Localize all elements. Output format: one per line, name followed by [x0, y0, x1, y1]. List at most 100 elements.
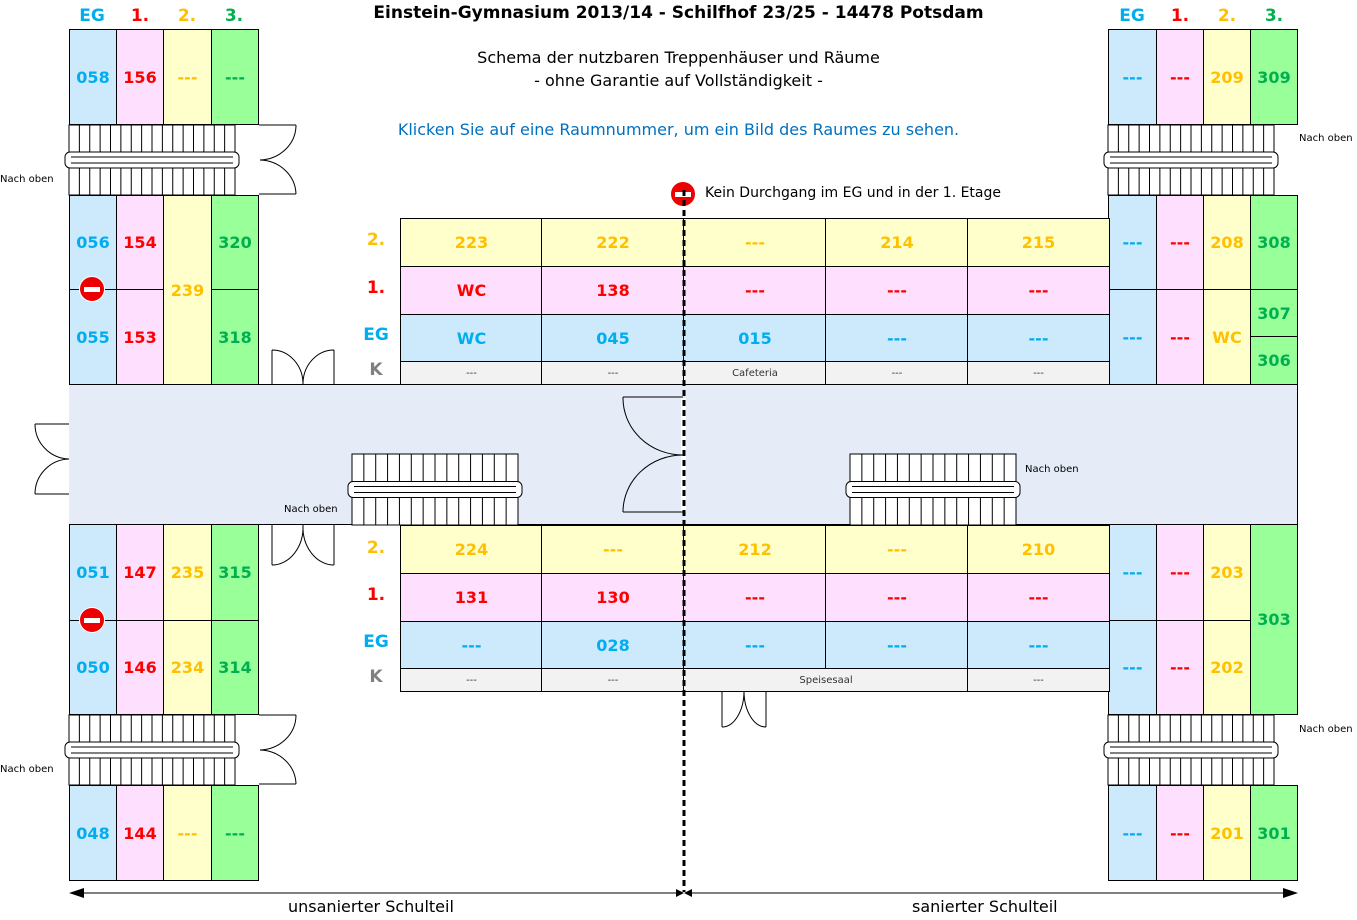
room-cell[interactable]: 048 — [69, 785, 117, 881]
basement-cell[interactable]: --- — [400, 361, 543, 385]
room-cell[interactable]: --- — [1156, 195, 1204, 290]
room-cell[interactable]: 235 — [163, 524, 212, 621]
arrow-head-center-right — [684, 889, 692, 897]
room-cell[interactable]: --- — [825, 573, 969, 622]
room-cell[interactable]: 307 — [1250, 289, 1298, 337]
room-cell[interactable]: 153 — [116, 289, 164, 385]
no-entry-icon — [670, 181, 696, 207]
room-cell[interactable]: --- — [825, 621, 969, 669]
room-cell[interactable]: --- — [825, 525, 969, 574]
row-label-eg: EG — [363, 632, 389, 652]
room-cell[interactable]: --- — [683, 266, 827, 315]
row-label-1: 1. — [366, 585, 386, 605]
floor-label-2: 2. — [1217, 6, 1237, 26]
room-cell[interactable]: WC — [400, 314, 543, 362]
room-cell[interactable]: --- — [683, 573, 827, 622]
room-cell[interactable]: --- — [1156, 785, 1204, 881]
room-cell[interactable]: 154 — [116, 195, 164, 290]
room-cell[interactable]: 015 — [683, 314, 827, 362]
room-cell[interactable]: 156 — [116, 29, 164, 125]
room-cell[interactable]: --- — [163, 785, 212, 881]
room-cell[interactable]: --- — [825, 314, 969, 362]
room-cell[interactable]: 210 — [967, 525, 1110, 574]
stair-label: Nach oben — [0, 764, 54, 775]
room-cell[interactable]: --- — [1108, 29, 1157, 125]
room-cell[interactable]: --- — [1108, 289, 1157, 385]
stair-handrail — [64, 741, 240, 759]
room-cell[interactable]: 318 — [211, 289, 259, 385]
room-cell[interactable]: --- — [1108, 524, 1157, 621]
room-cell[interactable]: --- — [541, 525, 685, 574]
basement-cell[interactable]: Cafeteria — [683, 361, 827, 385]
room-cell[interactable]: 201 — [1203, 785, 1251, 881]
room-cell[interactable]: 239 — [163, 195, 212, 385]
room-cell[interactable]: 056 — [69, 195, 117, 290]
basement-cell[interactable]: --- — [541, 361, 685, 385]
room-cell[interactable]: 222 — [541, 218, 685, 267]
room-cell[interactable]: 058 — [69, 29, 117, 125]
basement-cell[interactable]: --- — [400, 668, 543, 692]
basement-cell[interactable]: --- — [967, 361, 1110, 385]
staircase-outline — [1107, 714, 1275, 786]
basement-cell[interactable]: --- — [967, 668, 1110, 692]
room-cell[interactable]: --- — [1156, 29, 1204, 125]
room-cell[interactable]: --- — [1156, 524, 1204, 621]
room-cell[interactable]: --- — [825, 266, 969, 315]
room-cell[interactable]: 314 — [211, 620, 259, 715]
room-cell[interactable]: WC — [400, 266, 543, 315]
room-cell[interactable]: --- — [683, 621, 827, 669]
room-cell[interactable]: 214 — [825, 218, 969, 267]
room-cell[interactable]: --- — [163, 29, 212, 125]
room-cell[interactable]: 315 — [211, 524, 259, 621]
room-cell[interactable]: --- — [1108, 620, 1157, 715]
room-cell[interactable]: 144 — [116, 785, 164, 881]
room-cell[interactable]: 050 — [69, 620, 117, 715]
room-cell[interactable]: 138 — [541, 266, 685, 315]
room-cell[interactable]: --- — [1108, 195, 1157, 290]
room-cell[interactable]: --- — [211, 785, 259, 881]
room-cell[interactable]: 320 — [211, 195, 259, 290]
room-cell[interactable]: --- — [400, 621, 543, 669]
room-cell[interactable]: 045 — [541, 314, 685, 362]
room-cell[interactable]: 055 — [69, 289, 117, 385]
room-cell[interactable]: 131 — [400, 573, 543, 622]
room-cell[interactable]: 208 — [1203, 195, 1251, 290]
floor-label-2: 2. — [177, 6, 197, 26]
room-cell[interactable]: --- — [1108, 785, 1157, 881]
room-cell[interactable]: 209 — [1203, 29, 1251, 125]
floor-label-eg: EG — [79, 6, 105, 26]
room-cell[interactable]: 203 — [1203, 524, 1251, 621]
basement-cell[interactable]: --- — [541, 668, 685, 692]
room-cell[interactable]: --- — [683, 218, 827, 267]
room-cell[interactable]: 308 — [1250, 195, 1298, 290]
room-cell[interactable]: 147 — [116, 524, 164, 621]
room-cell[interactable]: 309 — [1250, 29, 1298, 125]
row-label-eg: EG — [363, 325, 389, 345]
room-cell[interactable]: 130 — [541, 573, 685, 622]
stair-label: Nach oben — [284, 504, 338, 515]
room-cell[interactable]: --- — [967, 621, 1110, 669]
room-cell[interactable]: 215 — [967, 218, 1110, 267]
room-cell[interactable]: --- — [967, 266, 1110, 315]
arrow-head-right — [1283, 888, 1298, 898]
room-cell[interactable]: --- — [1156, 620, 1204, 715]
staircase — [64, 714, 240, 786]
room-cell[interactable]: 306 — [1250, 336, 1298, 385]
room-cell[interactable]: 303 — [1250, 524, 1298, 715]
basement-cell[interactable]: Speisesaal — [683, 668, 969, 692]
room-cell[interactable]: --- — [1156, 289, 1204, 385]
room-cell[interactable]: 301 — [1250, 785, 1298, 881]
room-cell[interactable]: --- — [967, 314, 1110, 362]
room-cell[interactable]: 202 — [1203, 620, 1251, 715]
room-cell[interactable]: 212 — [683, 525, 827, 574]
room-cell[interactable]: --- — [211, 29, 259, 125]
room-cell[interactable]: 224 — [400, 525, 543, 574]
floor-label-eg: EG — [1119, 6, 1145, 26]
room-cell[interactable]: 223 — [400, 218, 543, 267]
room-cell[interactable]: 028 — [541, 621, 685, 669]
room-cell[interactable]: WC — [1203, 289, 1251, 385]
basement-cell[interactable]: --- — [825, 361, 969, 385]
room-cell[interactable]: 146 — [116, 620, 164, 715]
room-cell[interactable]: --- — [967, 573, 1110, 622]
room-cell[interactable]: 234 — [163, 620, 212, 715]
